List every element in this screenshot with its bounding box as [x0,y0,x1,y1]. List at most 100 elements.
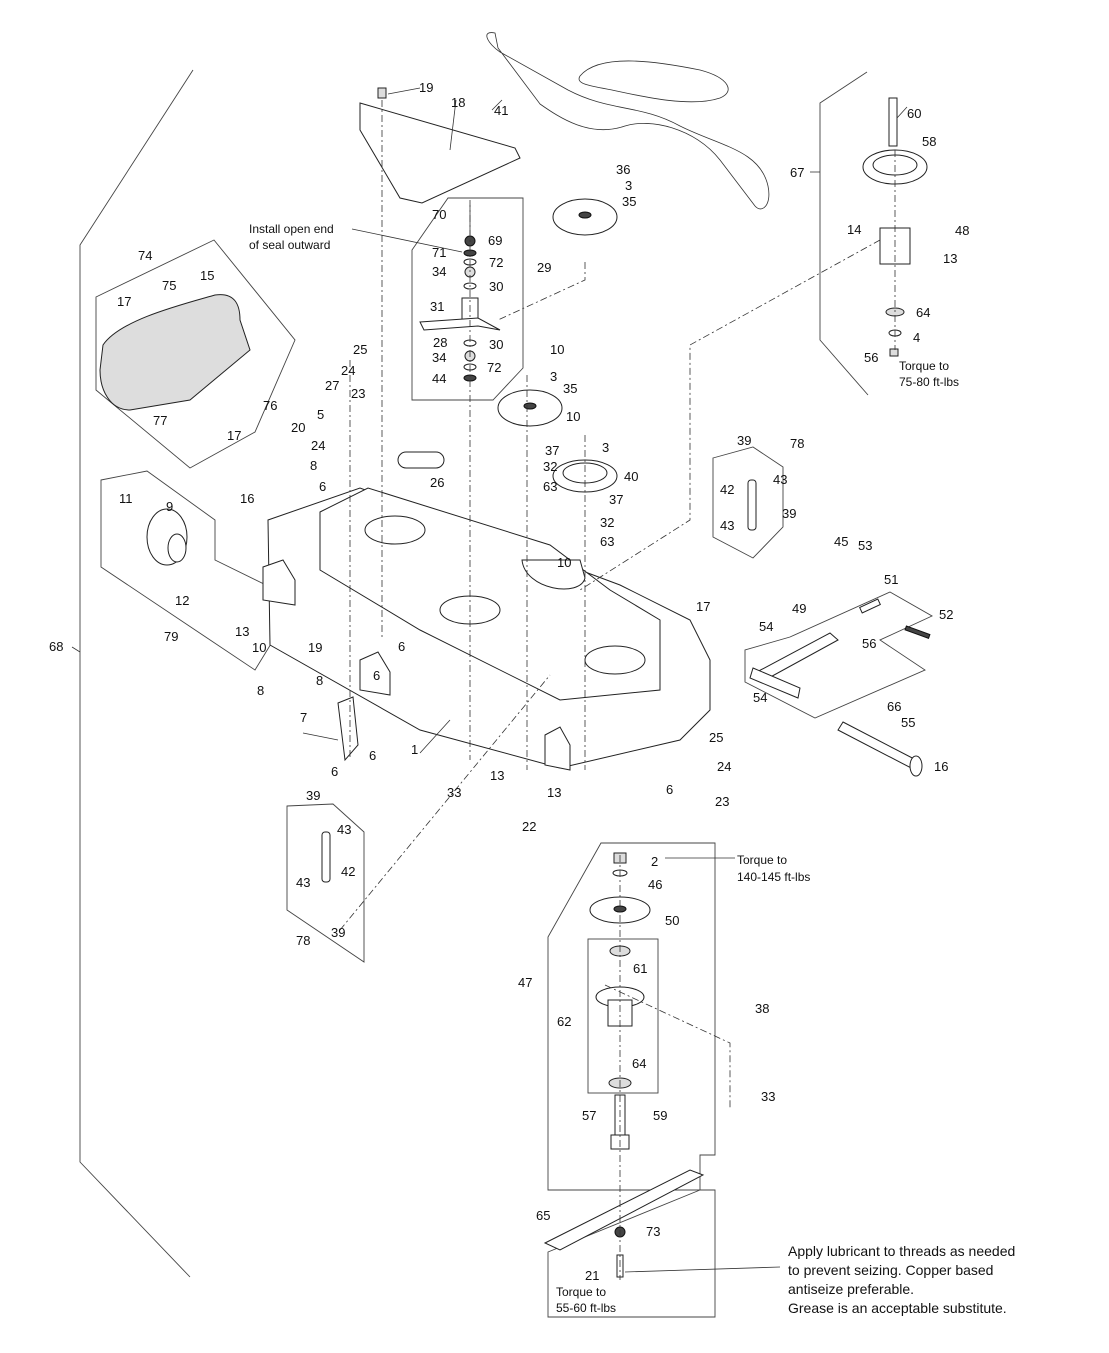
front-bracket-left [262,559,296,606]
blade-torque-line1: Torque to [556,1285,606,1299]
callout-labels: 19 18 41 60 58 67 36 3 35 70 69 71 72 29… [49,80,969,1283]
callout-79: 79 [164,629,178,644]
callout-63: 63 [543,479,557,494]
frame-68 [79,69,194,1278]
callout-65: 65 [536,1208,550,1223]
callout-50: 50 [665,913,679,928]
callout-6e: 6 [331,764,338,779]
callout-2: 2 [651,854,658,869]
callout-6b: 6 [398,639,405,654]
callout-8c: 8 [257,683,264,698]
callout-30: 30 [489,279,503,294]
idler-torque-line2: 75-80 ft-lbs [899,375,959,389]
callout-42b: 42 [341,864,355,879]
idler-torque-line1: Torque to [899,359,949,373]
callout-62: 62 [557,1014,571,1029]
blade-torque-line2: 55-60 ft-lbs [556,1301,616,1315]
callout-13-idler: 13 [943,251,957,266]
callout-46: 46 [648,877,662,892]
callout-24c: 24 [717,759,731,774]
callout-15: 15 [200,268,214,283]
link-pulley-to-arm [497,262,586,321]
belt-41-inner [578,60,729,103]
callout-35: 35 [622,194,636,209]
callout-18: 18 [451,95,465,110]
callout-67: 67 [790,165,804,180]
notes: Install open end of seal outward Torque … [249,222,1015,1316]
callout-32: 32 [543,459,557,474]
link-idler-to-deck [579,239,881,591]
callout-8: 8 [310,458,317,473]
callout-39: 39 [737,433,751,448]
front-bracket-right [544,726,571,771]
callout-41: 41 [494,103,508,118]
callout-17: 17 [696,599,710,614]
spindle-torque-line1: Torque to [737,853,787,867]
callout-12: 12 [175,593,189,608]
callout-25b: 25 [709,730,723,745]
callout-59: 59 [653,1108,667,1123]
callout-75: 75 [162,278,176,293]
callout-7: 7 [300,710,307,725]
callout-43c: 43 [337,822,351,837]
bolt-52 [904,625,931,639]
callout-6f: 6 [666,782,673,797]
seal-note-line1: Install open end [249,222,334,236]
callout-64-idler: 64 [916,305,930,320]
bracket-19-top [377,87,387,99]
leader-lines [71,87,908,1273]
callout-72b: 72 [487,360,501,375]
callout-10d: 10 [252,640,266,655]
callout-23b: 23 [715,794,729,809]
lube-note-line3: antiseize preferable. [788,1281,914,1297]
lube-note-line4: Grease is an acceptable substitute. [788,1300,1007,1316]
callout-24b: 24 [311,438,325,453]
callout-29: 29 [537,260,551,275]
callout-78b: 78 [296,933,310,948]
frame-67 [819,71,869,396]
callout-28: 28 [433,335,447,350]
lube-note-line2: to prevent seizing. Copper based [788,1262,993,1278]
callout-37: 37 [545,443,559,458]
spindle-torque-line2: 140-145 ft-lbs [737,870,810,884]
callout-39b: 39 [782,506,796,521]
nut-56 [889,348,899,357]
callout-64: 64 [632,1056,646,1071]
callout-53: 53 [858,538,872,553]
seal-note-line2: of seal outward [249,238,330,252]
callout-40: 40 [624,469,638,484]
callout-54: 54 [759,619,773,634]
callout-14: 14 [847,222,861,237]
callout-47: 47 [518,975,532,990]
callout-32b: 32 [600,515,614,530]
spindle-mount-left [364,515,426,545]
callout-6d: 6 [369,748,376,763]
frame-66 [744,591,933,719]
callout-10: 10 [550,342,564,357]
callout-3: 3 [625,178,632,193]
callout-43: 43 [773,472,787,487]
callout-58: 58 [922,134,936,149]
callout-36: 36 [616,162,630,177]
spring-26 [397,451,445,469]
pin-60 [888,97,898,147]
callout-57: 57 [582,1108,596,1123]
blade-65 [543,1169,705,1251]
mount-7 [337,696,359,762]
callout-71: 71 [432,245,446,260]
callout-6: 6 [319,479,326,494]
callout-51: 51 [884,572,898,587]
idler-pulley-35-top-hub [578,211,592,219]
callout-13c: 13 [490,768,504,783]
callout-35b: 35 [563,381,577,396]
callout-8b: 8 [316,673,323,688]
callout-69: 69 [488,233,502,248]
callout-17-chute-b: 17 [227,428,241,443]
callout-16: 16 [240,491,254,506]
callout-10c: 10 [557,555,571,570]
callout-78: 78 [790,436,804,451]
callout-70: 70 [432,207,446,222]
callout-1: 1 [411,742,418,757]
callout-21: 21 [585,1268,599,1283]
